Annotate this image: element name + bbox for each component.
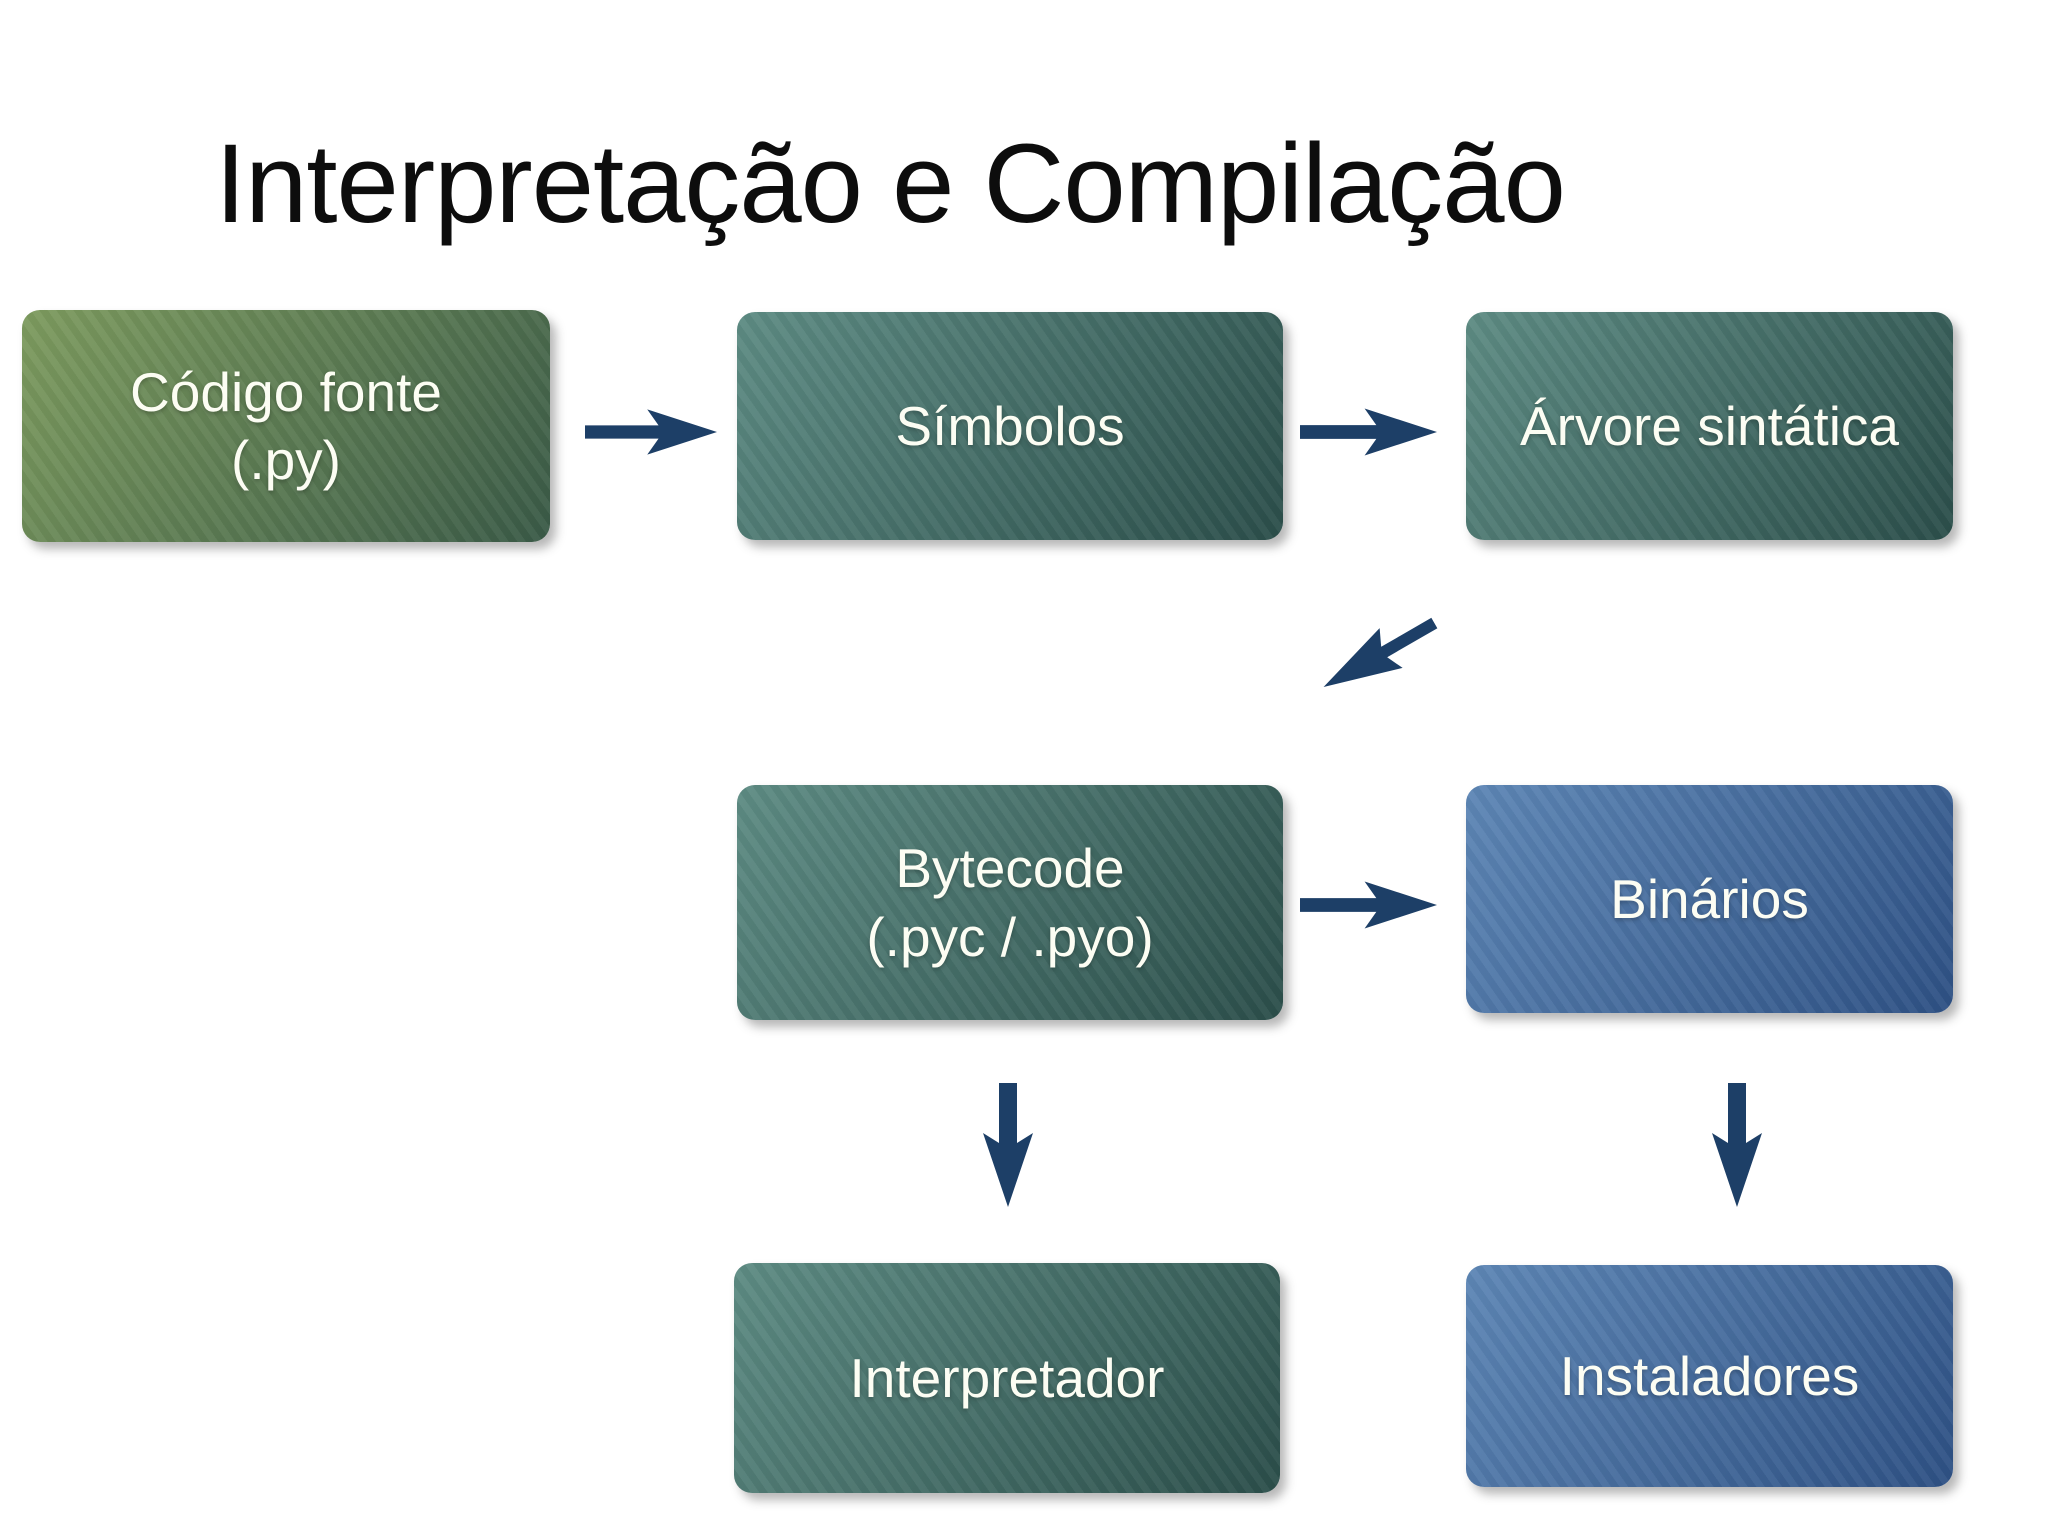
arrow-right-icon-simbolos-to-arvore — [1300, 406, 1437, 458]
node-codigo-fonte-line2: (.py) — [231, 429, 341, 491]
node-binarios: Binários — [1466, 785, 1953, 1013]
slide-title: Interpretação e Compilação — [215, 121, 1566, 246]
arrow-down-icon-binarios-to-instaladores — [1705, 1082, 1769, 1210]
node-codigo-fonte-line1: Código fonte — [130, 360, 442, 423]
node-binarios-label: Binários — [1610, 867, 1809, 930]
arrow-down-left-icon-arvore-to-bytecode — [1311, 600, 1448, 709]
node-simbolos-label: Símbolos — [895, 394, 1125, 457]
node-arvore-sintatica: Árvore sintática — [1466, 312, 1953, 540]
node-instaladores: Instaladores — [1466, 1265, 1953, 1487]
node-bytecode-line1: Bytecode — [895, 837, 1125, 900]
node-bytecode: Bytecode (.pyc / .pyo) — [737, 785, 1283, 1020]
node-bytecode-line2: (.pyc / .pyo) — [866, 905, 1154, 968]
node-interpretador-label: Interpretador — [849, 1346, 1165, 1409]
node-codigo-fonte: Código fonte (.py) — [22, 310, 550, 542]
arrow-down-icon-bytecode-to-interpretador — [976, 1082, 1040, 1210]
node-simbolos: Símbolos — [737, 312, 1283, 540]
node-interpretador: Interpretador — [734, 1263, 1280, 1493]
arrow-right-icon-bytecode-to-binarios — [1300, 879, 1437, 931]
node-instaladores-label: Instaladores — [1559, 1344, 1860, 1407]
arrow-right-icon-codigo-to-simbolos — [585, 406, 717, 458]
node-arvore-sintatica-label: Árvore sintática — [1519, 394, 1900, 457]
